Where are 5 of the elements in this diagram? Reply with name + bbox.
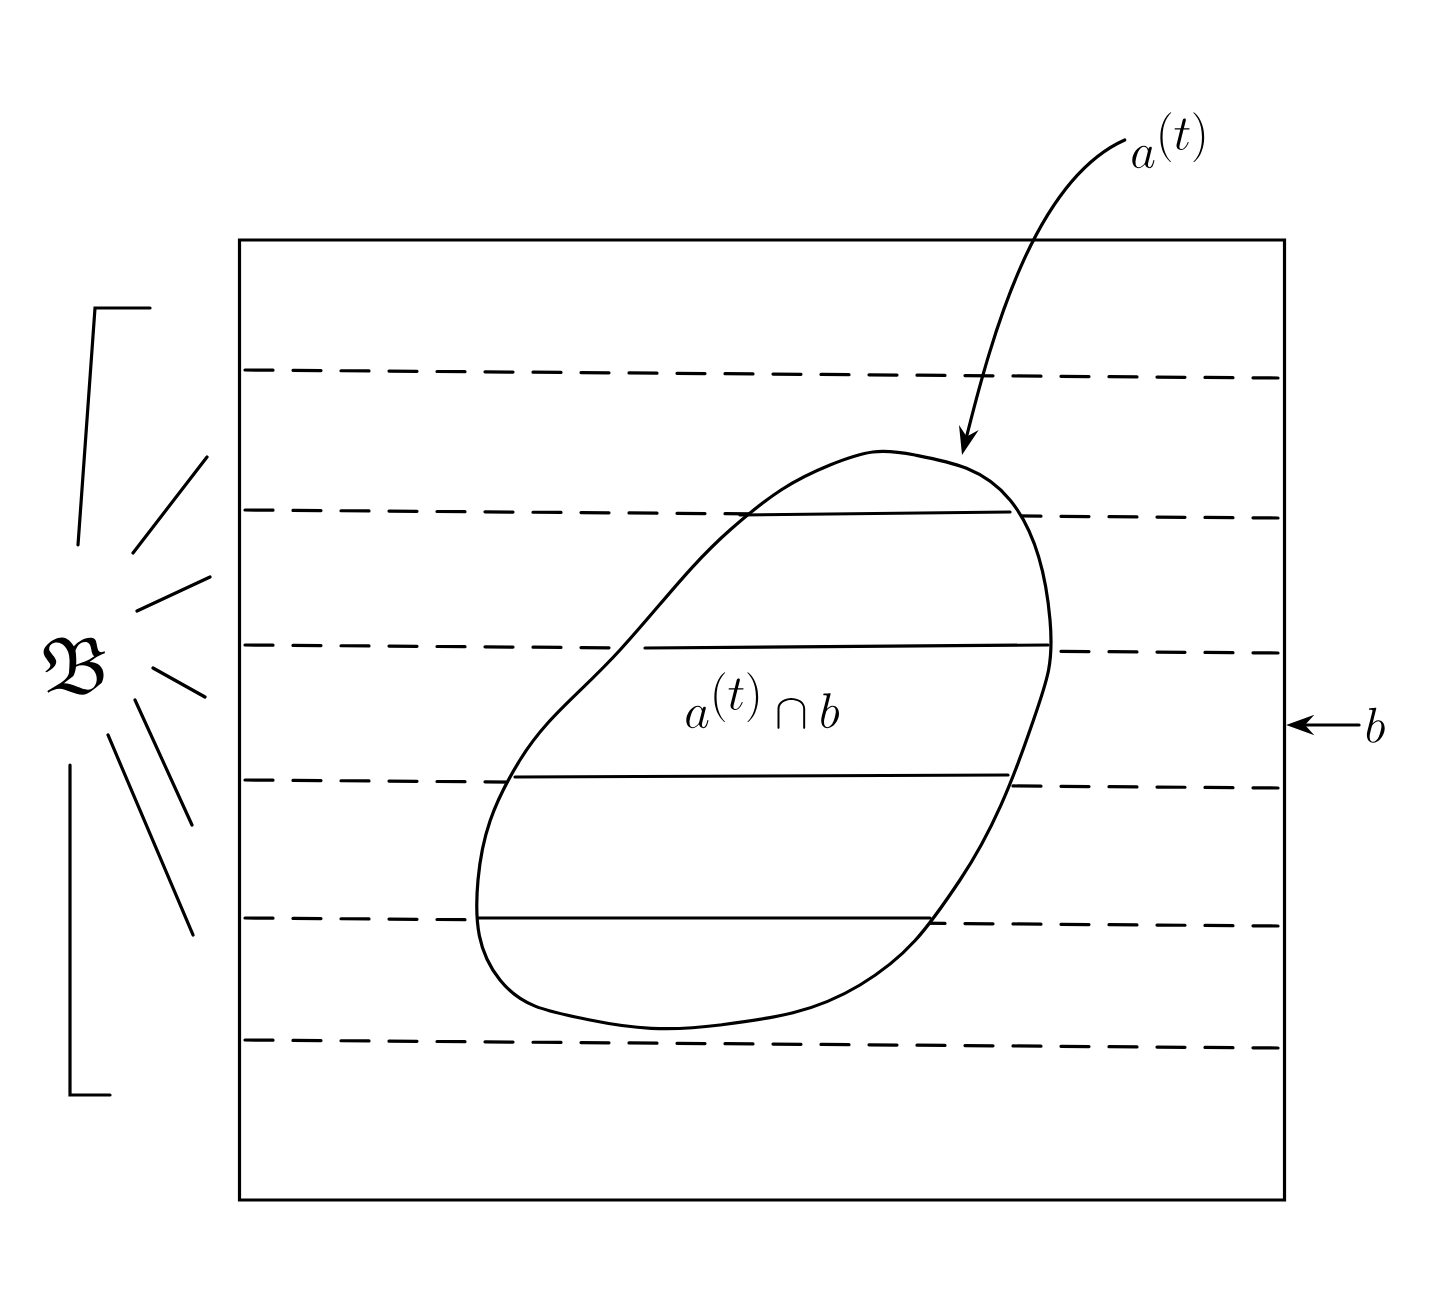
math-label: $b$ — [1366, 707, 1385, 743]
math-label: $a^{(t)}$ — [1132, 112, 1205, 169]
region-label: $a^{(t)} \cap b$ — [686, 672, 840, 729]
strip-rectangle — [237, 238, 1287, 1202]
set-symbol: $\mathfrak{B}$ — [43, 637, 105, 695]
